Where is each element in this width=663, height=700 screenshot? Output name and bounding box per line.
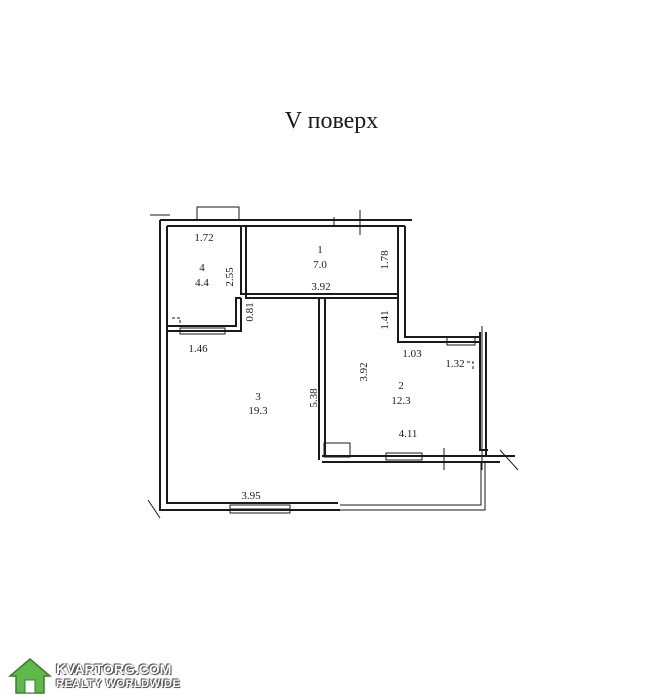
- dimension-1-78: 1.78: [379, 250, 391, 270]
- dimension-1-46: 1.46: [188, 343, 208, 355]
- dimension-1-41: 1.41: [379, 310, 391, 329]
- watermark-brand: KVARTORG.COM: [56, 661, 172, 677]
- floor-title: V поверх: [284, 108, 379, 134]
- dimension-1-03: 1.03: [402, 348, 422, 360]
- room-4-area: 4.4: [195, 277, 209, 289]
- watermark: KVARTORG.COM REALTY WORLDWIDE: [8, 656, 180, 696]
- house-icon: [8, 658, 52, 694]
- room-3-number: 3: [255, 391, 261, 403]
- room-4-number: 4: [199, 262, 205, 274]
- dimension-4-11: 4.11: [399, 428, 418, 440]
- fixtures: [147, 210, 519, 519]
- room-2-number: 2: [398, 380, 404, 392]
- room-3-area: 19.3: [248, 405, 268, 417]
- dimension-1-32: 1.32: [445, 358, 464, 370]
- room-2-area: 12.3: [391, 395, 411, 407]
- watermark-tagline: REALTY WORLDWIDE: [56, 678, 181, 690]
- dimension-3-95: 3.95: [241, 490, 261, 502]
- interior-walls: [167, 226, 398, 460]
- outer-walls: [159, 219, 515, 511]
- room-1-number: 1: [317, 244, 323, 256]
- dimension-2-55: 2.55: [224, 267, 236, 287]
- windows: [179, 206, 476, 514]
- dimension-1-72: 1.72: [194, 232, 213, 244]
- balcony: [340, 462, 486, 511]
- dimension-0-81: 0.81: [244, 302, 256, 321]
- dimension-5-38: 5.38: [308, 388, 320, 408]
- room-1-area: 7.0: [313, 259, 327, 271]
- dimension-3-92-side: 3.92: [358, 362, 370, 381]
- dimension-3-92-top: 3.92: [311, 281, 330, 293]
